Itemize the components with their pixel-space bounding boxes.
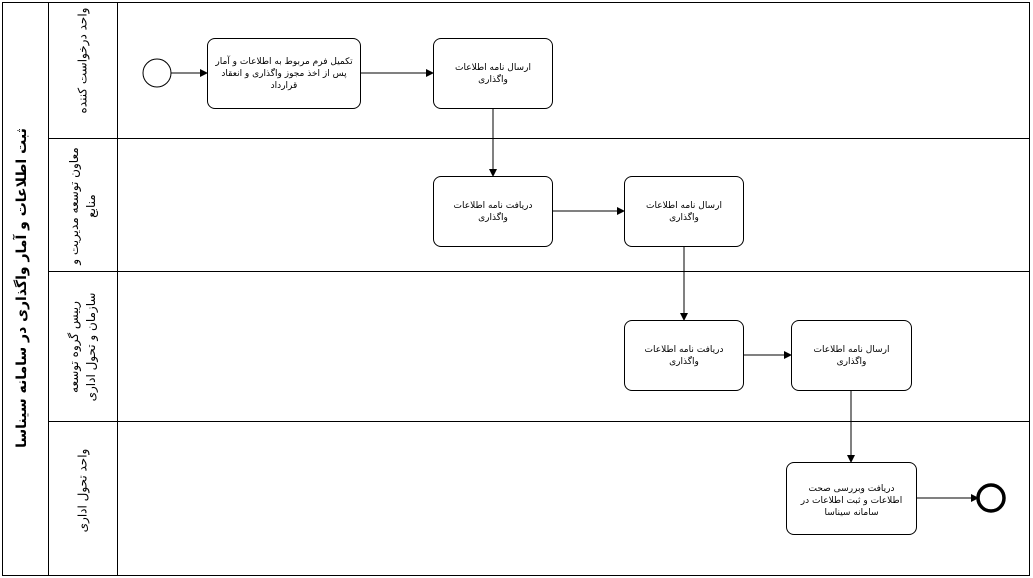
task-label: دریافت وبررسی صحت اطلاعات و ثبت اطلاعات …	[800, 484, 903, 518]
pool-header: ثبت اطلاعات و آمار واگذاری در سامانه سین…	[2, 2, 49, 576]
task-receive-letter-2[interactable]: دریافت نامه اطلاعات واگذاری	[624, 320, 744, 391]
lane-deputy-development: معاون توسعه مدیریت و منابع	[48, 139, 1030, 272]
task-label: ارسال نامه اطلاعات واگذاری	[813, 344, 890, 367]
task-label: ارسال نامه اطلاعات واگذاری	[455, 62, 531, 85]
task-label: تکمیل فرم مربوط به اطلاعات و آمار پس از …	[215, 56, 353, 91]
task-send-letter-2[interactable]: ارسال نامه اطلاعات واگذاری	[624, 176, 744, 247]
task-receive-letter-1[interactable]: دریافت نامه اطلاعات واگذاری	[433, 176, 553, 247]
task-review-register[interactable]: دریافت وبررسی صحت اطلاعات و ثبت اطلاعات …	[786, 462, 917, 535]
lane-requesting-unit: واحد درخواست کننده	[48, 2, 1030, 139]
task-label: دریافت نامه اطلاعات واگذاری	[644, 344, 724, 367]
task-label: دریافت نامه اطلاعات واگذاری	[453, 200, 533, 223]
end-event	[976, 483, 1006, 513]
task-send-letter-1[interactable]: ارسال نامه اطلاعات واگذاری	[433, 38, 553, 109]
task-fill-form[interactable]: تکمیل فرم مربوط به اطلاعات و آمار پس از …	[207, 38, 361, 109]
task-label: ارسال نامه اطلاعات واگذاری	[646, 200, 722, 223]
task-send-letter-3[interactable]: ارسال نامه اطلاعات واگذاری	[791, 320, 912, 391]
start-event	[142, 58, 172, 88]
lane-head-org-development: رییس گروه توسعه سازمان و تحول اداری	[48, 272, 1030, 422]
lane-admin-transformation: واحد تحول اداری	[48, 422, 1030, 576]
